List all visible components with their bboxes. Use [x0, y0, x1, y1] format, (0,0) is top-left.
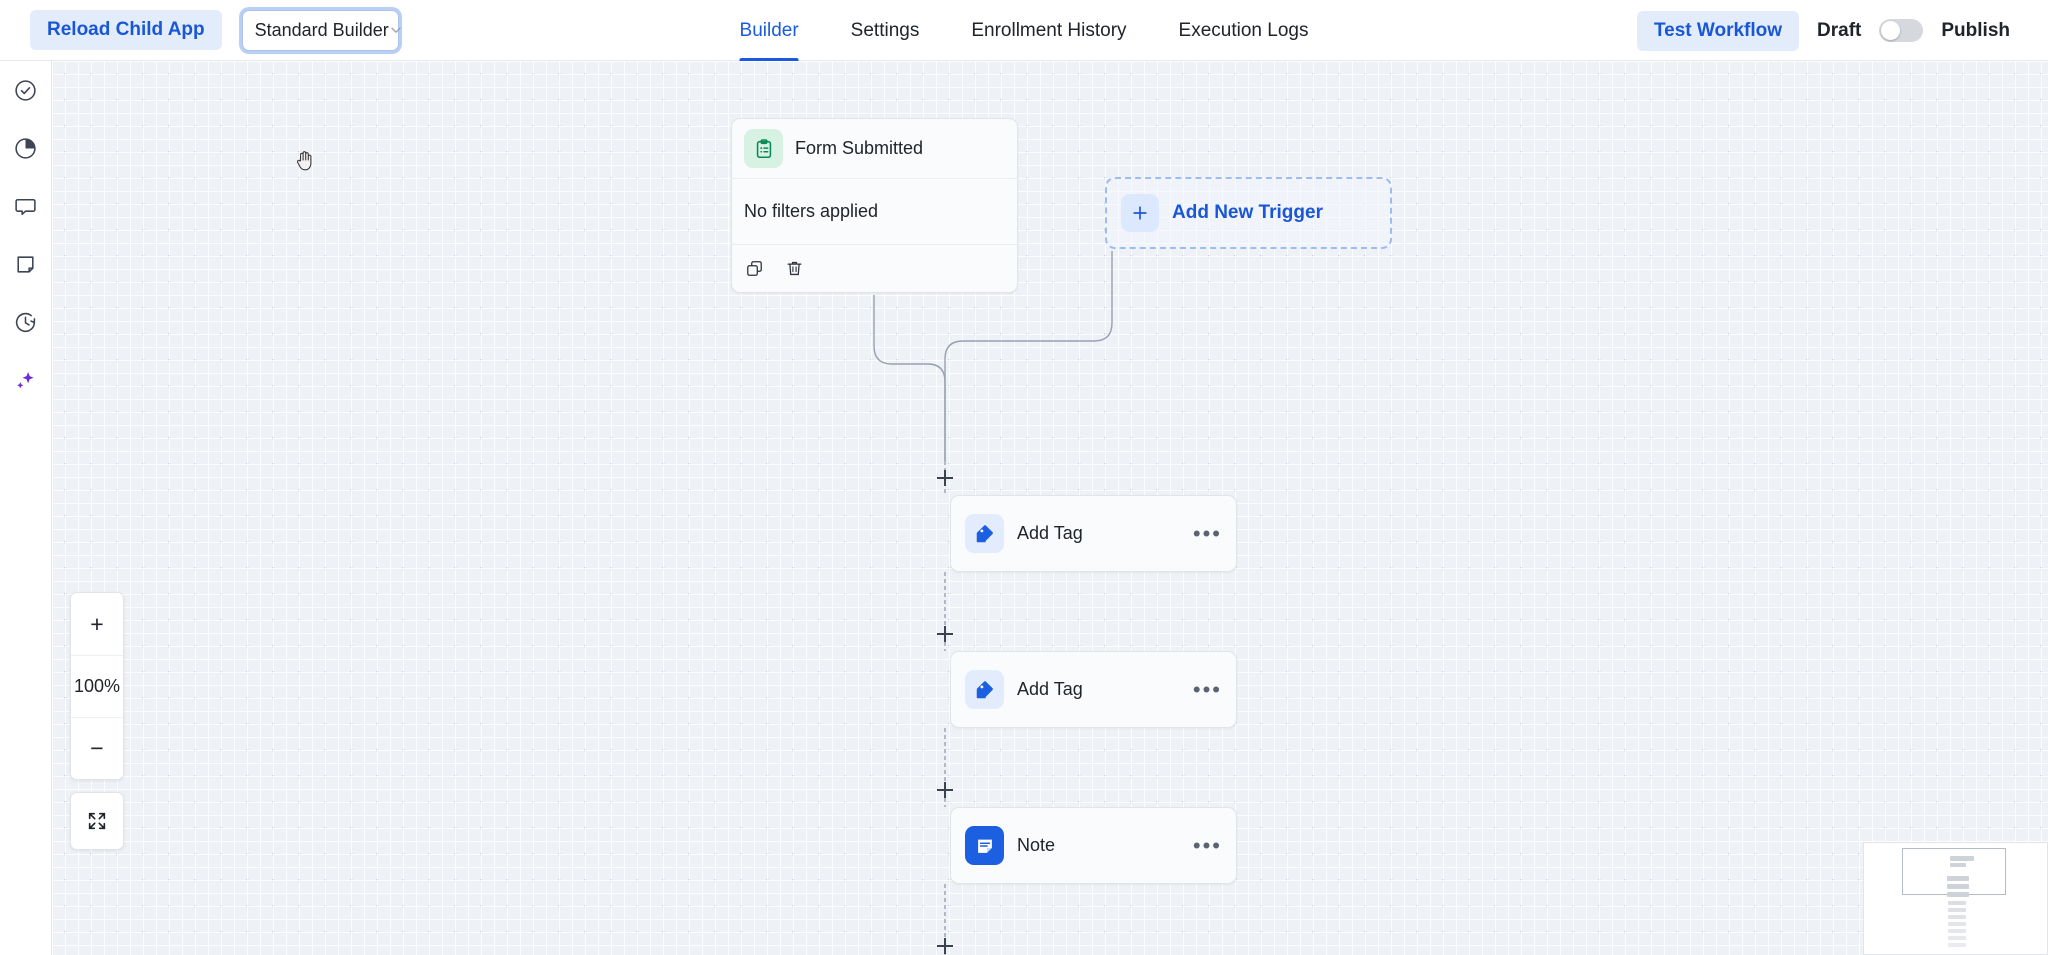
add-step-button-3[interactable] — [934, 779, 956, 801]
add-new-trigger-button[interactable]: Add New Trigger — [1105, 177, 1392, 249]
minimap-node — [1950, 863, 1966, 867]
clock-history-icon — [15, 312, 36, 332]
tab-builder-label: Builder — [739, 19, 799, 41]
sidebar-item-notes[interactable] — [9, 247, 43, 281]
minimap-node — [1948, 943, 1966, 947]
plus-icon — [1121, 194, 1159, 232]
comment-icon — [15, 198, 36, 215]
tab-enrollment-history-label: Enrollment History — [971, 19, 1127, 41]
publish-toggle[interactable] — [1879, 19, 1924, 42]
builder-mode-select[interactable]: Standard Builder — [241, 9, 401, 51]
minimap-node — [1947, 884, 1969, 889]
node-menu-button[interactable]: ••• — [1192, 520, 1222, 546]
trigger-node-footer — [732, 245, 1017, 292]
action-node-add-tag-1[interactable]: Add Tag ••• — [950, 495, 1237, 572]
sparkle-ai-icon — [17, 371, 34, 389]
trigger-node-form-submitted[interactable]: Form Submitted No filters applied — [731, 118, 1018, 293]
grab-hand-cursor — [295, 149, 315, 171]
sticky-note-icon — [17, 255, 34, 273]
app-header: Reload Child App Standard Builder Builde… — [0, 0, 2048, 61]
chevron-down-icon — [391, 27, 401, 33]
minimap-node — [1948, 908, 1966, 912]
minimap-node — [1948, 901, 1966, 905]
minimap-node — [1947, 892, 1969, 897]
zoom-level-display[interactable]: 100% — [71, 655, 123, 717]
delete-trigger-button[interactable] — [784, 259, 804, 279]
note-icon — [965, 826, 1004, 865]
duplicate-trigger-button[interactable] — [744, 259, 764, 279]
draft-label: Draft — [1817, 19, 1862, 41]
action-node-note[interactable]: Note ••• — [950, 807, 1237, 884]
trigger-filters-status: No filters applied — [744, 201, 879, 221]
trigger-node-title: Form Submitted — [795, 138, 924, 158]
header-actions: Test Workflow Draft Publish — [1636, 0, 2024, 61]
trash-icon — [787, 261, 801, 276]
add-step-button-2[interactable] — [934, 623, 956, 645]
publish-toggle-knob — [1881, 21, 1901, 40]
zoom-controls: + 100% − — [70, 592, 124, 780]
tab-builder[interactable]: Builder — [714, 0, 825, 61]
tab-execution-logs[interactable]: Execution Logs — [1153, 0, 1335, 61]
builder-mode-value: Standard Builder — [254, 19, 389, 40]
tab-enrollment-history[interactable]: Enrollment History — [945, 0, 1152, 61]
zoom-in-button[interactable]: + — [71, 593, 123, 655]
minimap-node — [1947, 876, 1969, 881]
fit-view-icon — [88, 812, 106, 830]
workflow-canvas[interactable]: Form Submitted No filters applied — [52, 61, 2048, 955]
minimap-node — [1948, 915, 1966, 919]
add-new-trigger-label: Add New Trigger — [1172, 202, 1323, 223]
action-node-title: Note — [1017, 835, 1056, 855]
tab-settings-label: Settings — [850, 19, 920, 41]
action-node-add-tag-2[interactable]: Add Tag ••• — [950, 651, 1237, 728]
sidebar-item-analytics[interactable] — [9, 131, 43, 165]
action-node-title: Add Tag — [1017, 523, 1083, 543]
trigger-node-body: No filters applied — [732, 179, 1017, 245]
add-step-button-4[interactable] — [934, 935, 956, 955]
tag-icon — [965, 514, 1004, 553]
form-clipboard-icon — [744, 129, 783, 168]
copy-icon — [746, 261, 762, 276]
sidebar-item-checks[interactable] — [9, 73, 43, 107]
publish-label: Publish — [1941, 19, 2010, 41]
minimap-node — [1948, 929, 1966, 933]
pie-chart-icon — [15, 137, 36, 159]
canvas-minimap[interactable] — [1863, 842, 2048, 955]
zoom-out-button[interactable]: − — [71, 717, 123, 779]
tab-settings[interactable]: Settings — [825, 0, 946, 61]
action-node-title: Add Tag — [1017, 679, 1083, 699]
tab-execution-logs-label: Execution Logs — [1178, 19, 1309, 41]
reload-child-app-button[interactable]: Reload Child App — [30, 10, 222, 50]
test-workflow-button[interactable]: Test Workflow — [1636, 10, 1800, 51]
main-tabs: Builder Settings Enrollment History Exec… — [714, 0, 1335, 61]
tag-icon — [965, 670, 1004, 709]
add-step-button-1[interactable] — [934, 467, 956, 489]
left-sidebar — [0, 61, 52, 955]
sidebar-item-history[interactable] — [9, 305, 43, 339]
minimap-node — [1948, 922, 1966, 926]
minimap-node — [1950, 856, 1974, 861]
sidebar-item-comments[interactable] — [9, 189, 43, 223]
check-circle-icon — [15, 79, 36, 101]
fit-view-button[interactable] — [70, 792, 124, 850]
node-menu-button[interactable]: ••• — [1192, 676, 1222, 702]
sidebar-item-ai[interactable] — [9, 363, 43, 397]
node-menu-button[interactable]: ••• — [1192, 832, 1222, 858]
trigger-node-header: Form Submitted — [732, 119, 1017, 179]
minimap-node — [1948, 936, 1966, 940]
